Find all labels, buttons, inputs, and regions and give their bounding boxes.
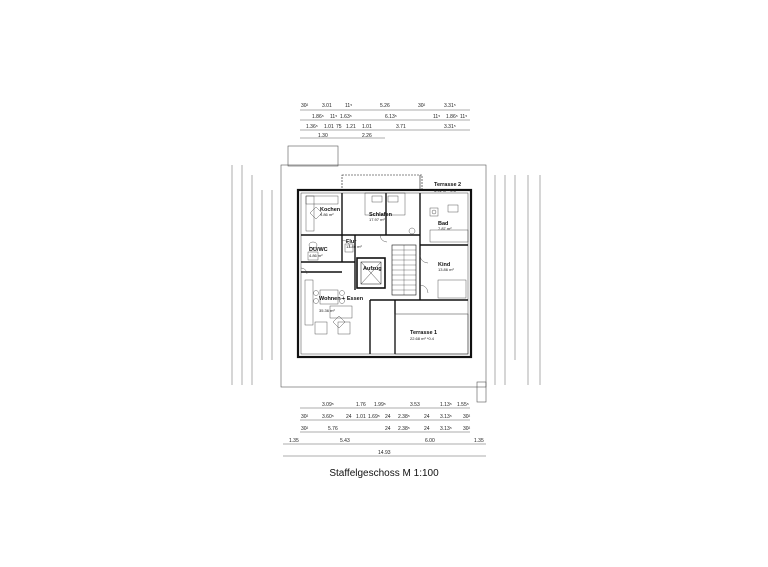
slab-outline — [280, 145, 487, 403]
room-kochen-area: 9.86 m² — [320, 212, 334, 217]
dim-top-3-5: 1.01 — [362, 124, 372, 130]
room-kind-name: Kind — [438, 262, 450, 268]
dim-bottom-2-4: 1.01 — [356, 414, 366, 420]
dim-top-3-7: 3.31⁵ — [444, 124, 456, 130]
dim-top-4-2: 2.26 — [362, 133, 372, 139]
dim-top-3-1: 1.36⁵ — [306, 124, 318, 130]
dim-bottom-total: 14.93 — [378, 450, 391, 456]
dim-bottom-4-3: 6.00 — [425, 438, 435, 444]
dim-bottom-2-9: 3.13⁵ — [440, 414, 452, 420]
dim-bottom-1-1: 3.09⁵ — [322, 402, 334, 408]
dim-top-2-6: 1.86⁵ — [446, 114, 458, 120]
dim-bottom-2-1: 30² — [301, 414, 309, 420]
dim-bottom-2-2: 3.60⁵ — [322, 414, 334, 420]
room-labels: Kochen 9.86 m² Schlafen 17.97 m² Flur 13… — [309, 182, 461, 341]
dimension-lines-top — [300, 109, 470, 139]
room-terrasse1-area: 22.68 m² *0.4 — [410, 336, 435, 341]
dim-top-2-2: 11⁵ — [330, 114, 337, 120]
dim-bottom-1-4: 3.53 — [410, 402, 420, 408]
plan-title: Staffelgeschoss M 1:100 — [329, 468, 439, 479]
dim-top-2-1: 1.86⁵ — [312, 114, 324, 120]
dim-bottom-4-4: 1.35 — [474, 438, 484, 444]
dim-bottom-3-6: 3.13⁵ — [440, 426, 452, 432]
dim-top-1-1: 30² — [301, 103, 309, 109]
dim-bottom-3-2: 5.76 — [328, 426, 338, 432]
dimension-text-top: 30² 3.01 11⁵ 5.26 30² 3.31⁵ 1.86⁵ 11⁵ 1.… — [301, 103, 467, 139]
dim-bottom-3-4: 2.38⁵ — [398, 426, 410, 432]
dim-top-2-3: 1.63⁵ — [340, 114, 352, 120]
dim-bottom-2-7: 2.38⁵ — [398, 414, 410, 420]
dim-top-2-4: 6.13⁵ — [385, 114, 397, 120]
room-wohnen-area: 35.36 m² — [319, 308, 335, 313]
dim-bottom-1-6: 1.55⁵ — [457, 402, 469, 408]
dim-bottom-1-2: 1.76 — [356, 402, 366, 408]
dim-top-3-4: 1.21 — [346, 124, 356, 130]
dim-top-1-6: 3.31⁵ — [444, 103, 456, 109]
room-schlafen-name: Schlafen — [369, 212, 393, 218]
terrace-1-area — [394, 313, 469, 355]
room-terrasse2-area: 5.91 m² *0.5 — [434, 188, 457, 193]
room-aufzug-name: Aufzug — [363, 266, 382, 272]
dim-bottom-2-6: 24 — [385, 414, 391, 420]
dim-top-1-3: 11⁵ — [345, 103, 352, 109]
room-flur-area: 13.86 m² — [346, 244, 362, 249]
dim-bottom-4-1: 1.35 — [289, 438, 299, 444]
dim-bottom-1-5: 1.13⁵ — [440, 402, 452, 408]
room-duwc-name: DU/WC — [309, 247, 328, 253]
dim-bottom-3-5: 24 — [424, 426, 430, 432]
room-terrasse1-name: Terrasse 1 — [410, 330, 437, 336]
dimension-text-bottom: 3.09⁵ 1.76 1.99⁵ 3.53 1.13⁵ 1.55⁵ 30² 3.… — [289, 402, 484, 456]
dim-bottom-3-7: 30² — [463, 426, 471, 432]
room-kind-area: 13.86 m² — [438, 267, 454, 272]
dim-bottom-2-3: 24 — [346, 414, 352, 420]
dim-bottom-2-8: 24 — [424, 414, 430, 420]
dim-bottom-3-1: 30² — [301, 426, 309, 432]
dim-top-3-2: 1.01 — [324, 124, 334, 130]
room-duwc-area: 4.86 m² — [309, 253, 323, 258]
dim-top-1-2: 3.01 — [322, 103, 332, 109]
room-wohnen-name: Wohnen + Essen — [319, 296, 364, 302]
dim-top-2-5: 11⁵ — [433, 114, 440, 120]
dimension-lines-bottom — [283, 407, 486, 457]
dim-top-2-7: 11⁵ — [460, 114, 467, 120]
room-bad-name: Bad — [438, 221, 448, 227]
dim-bottom-3-3: 24 — [385, 426, 391, 432]
dim-bottom-2-5: 1.69⁵ — [368, 414, 380, 420]
dim-bottom-1-3: 1.99⁵ — [374, 402, 386, 408]
stair-core — [356, 244, 417, 296]
room-terrasse2-name: Terrasse 2 — [434, 182, 461, 188]
dim-top-1-5: 30² — [418, 103, 426, 109]
interior-walls — [301, 193, 468, 354]
dim-top-4-1: 1.30 — [318, 133, 328, 139]
room-schlafen-area: 17.97 m² — [369, 217, 385, 222]
furniture — [304, 192, 469, 335]
dimension-lines-right — [494, 175, 541, 385]
dim-top-3-3: 75 — [336, 124, 342, 130]
dim-bottom-4-2: 5.43 — [340, 438, 350, 444]
dim-bottom-2-10: 30² — [463, 414, 471, 420]
room-flur-name: Flur — [346, 239, 357, 245]
doors — [300, 234, 429, 294]
dim-top-1-4: 5.26 — [380, 103, 390, 109]
room-kochen-name: Kochen — [320, 207, 341, 213]
room-bad-area: 7.87 m² — [438, 226, 452, 231]
dim-top-3-6: 3.71 — [396, 124, 406, 130]
dimension-lines-left — [231, 165, 273, 385]
